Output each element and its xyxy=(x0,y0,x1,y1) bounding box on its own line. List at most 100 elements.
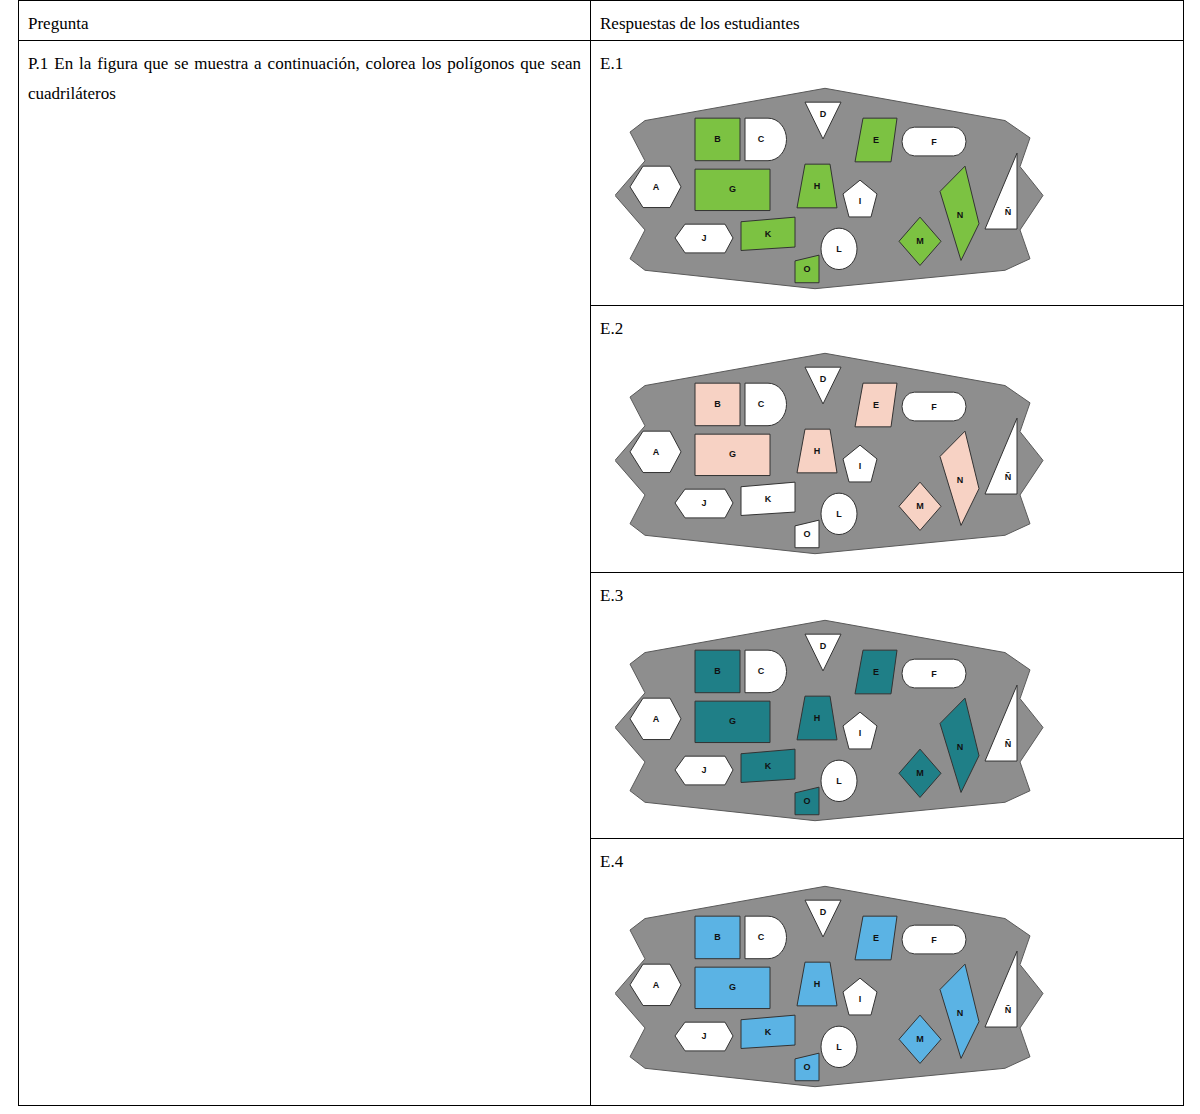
polygon-shape: E xyxy=(854,117,898,163)
shape-letter: C xyxy=(758,666,765,675)
shape-letter: G xyxy=(729,717,736,726)
shape-letter: Ñ xyxy=(1005,740,1012,749)
shape-path xyxy=(630,964,681,1005)
shape-fill xyxy=(902,127,966,156)
shape-fill xyxy=(843,445,877,482)
shape-path xyxy=(899,217,941,265)
polygon-shape: J xyxy=(674,755,734,786)
shape-fill xyxy=(745,118,787,161)
polygon-shape: F xyxy=(901,126,967,157)
shape-path xyxy=(630,431,681,472)
shape-letter: J xyxy=(701,766,706,775)
polygon-shape: D xyxy=(804,101,842,140)
shape-letter: M xyxy=(916,502,924,511)
polygon-shape: A xyxy=(629,697,683,741)
polygon-shape: D xyxy=(804,633,842,672)
shape-fill xyxy=(902,659,966,688)
shape-fill xyxy=(855,383,897,427)
shape-path xyxy=(797,164,837,208)
polygon-shape: B xyxy=(694,117,741,162)
shape-path xyxy=(745,383,787,426)
polygon-shape: K xyxy=(740,216,796,252)
shape-fill xyxy=(741,1015,795,1048)
polygon-shape: C xyxy=(744,649,788,694)
shape-fill xyxy=(675,1022,733,1051)
shape-letter: O xyxy=(803,796,810,805)
shape-fill xyxy=(855,650,897,694)
polygon-shape: O xyxy=(794,786,820,816)
shape-fill xyxy=(695,383,740,426)
polygon-shape: I xyxy=(842,977,878,1016)
shape-fill xyxy=(741,482,795,515)
shape-fill xyxy=(741,749,795,782)
shape-fill xyxy=(675,224,733,253)
shape-letter: L xyxy=(836,777,842,786)
shape-letter: Ñ xyxy=(1005,473,1012,482)
shape-path xyxy=(855,650,897,694)
shape-fill xyxy=(675,489,733,518)
shape-path xyxy=(985,153,1017,229)
shape-letter: Ñ xyxy=(1005,1006,1012,1015)
polygon-shape: G xyxy=(694,168,771,212)
shape-path xyxy=(902,392,966,421)
shape-fill xyxy=(821,494,857,535)
polygon-shape: M xyxy=(898,1014,942,1065)
polygon-shape: K xyxy=(740,481,796,517)
shape-fill xyxy=(855,118,897,162)
polygon-shape: N xyxy=(939,963,980,1060)
question-cell: P.1 En la figura que se muestra a contin… xyxy=(18,40,591,1106)
shape-fill xyxy=(741,217,795,250)
polygon-shape: F xyxy=(901,658,967,689)
shape-fill xyxy=(695,701,770,742)
figure-ground-outline xyxy=(615,353,1043,553)
shape-letter: D xyxy=(820,907,827,916)
shape-fill xyxy=(821,1027,857,1068)
shape-outline xyxy=(804,633,842,672)
shape-fill xyxy=(795,1053,819,1081)
shape-fill xyxy=(940,431,979,525)
shape-path xyxy=(675,1022,733,1051)
shape-letter: G xyxy=(729,450,736,459)
shape-path xyxy=(630,166,681,207)
polygon-shape: H xyxy=(796,428,838,474)
shape-letter: J xyxy=(701,499,706,508)
shape-fill xyxy=(745,650,787,693)
shape-path xyxy=(741,749,795,782)
shape-fill xyxy=(695,434,770,475)
shape-path xyxy=(695,916,740,959)
polygon-shape: E xyxy=(854,915,898,961)
shape-fill xyxy=(843,180,877,217)
shape-fill xyxy=(821,229,857,270)
polygon-shape: L xyxy=(820,492,858,536)
shape-fill xyxy=(745,916,787,959)
shape-path xyxy=(821,761,857,802)
shape-letter: F xyxy=(931,402,937,411)
polygon-shape: F xyxy=(901,924,967,955)
shape-letter: H xyxy=(814,980,821,989)
shape-path xyxy=(695,701,770,742)
polygon-shape: G xyxy=(694,700,771,744)
shape-letter: C xyxy=(758,932,765,941)
shape-letter: N xyxy=(957,210,964,219)
polygon-shape: A xyxy=(629,430,683,474)
shape-fill xyxy=(805,634,841,671)
shape-letter: D xyxy=(820,109,827,118)
shape-letter: A xyxy=(653,448,660,457)
shape-letter: L xyxy=(836,1043,842,1052)
polygon-shape: E xyxy=(854,382,898,428)
polygon-shape: N xyxy=(939,165,980,262)
shape-letter: I xyxy=(859,196,862,205)
shape-fill xyxy=(797,962,837,1006)
polygon-shape: L xyxy=(820,1025,858,1069)
polygon-shape: A xyxy=(629,165,683,209)
shape-path xyxy=(899,749,941,797)
shape-outline xyxy=(984,152,1018,230)
shape-letter: I xyxy=(859,461,862,470)
shape-fill xyxy=(805,367,841,404)
shape-letter: C xyxy=(758,399,765,408)
shape-path xyxy=(805,900,841,937)
student-label: E.4 xyxy=(591,839,1183,885)
shape-fill xyxy=(630,964,681,1005)
shape-outline xyxy=(744,649,788,694)
